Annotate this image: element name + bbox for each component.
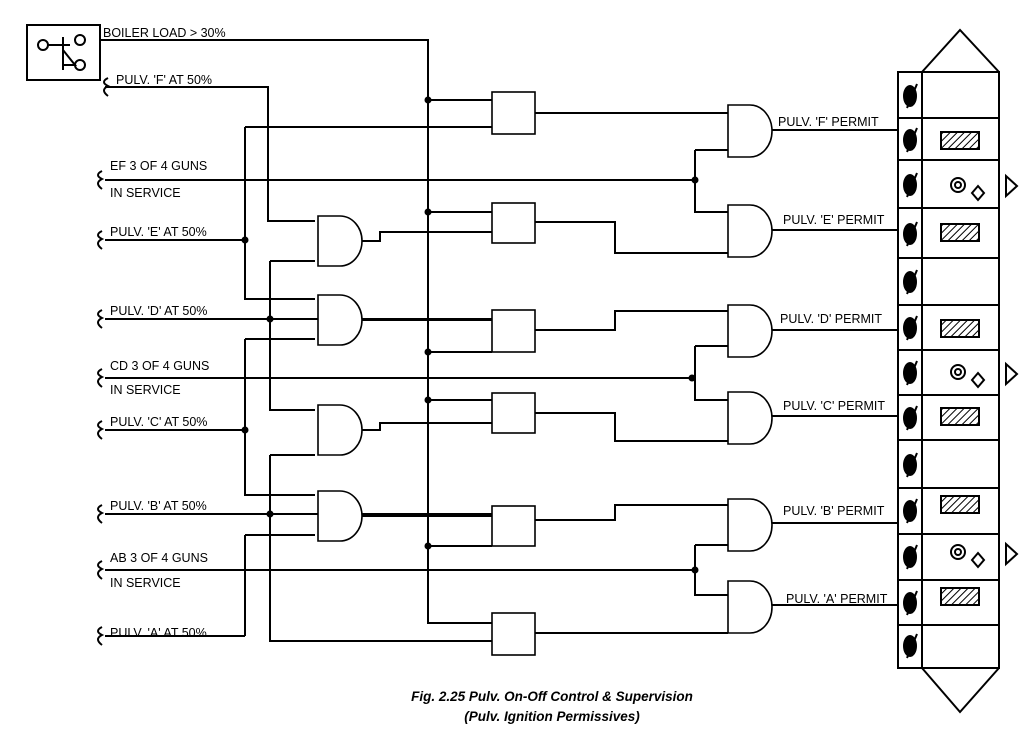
figure-caption-subtitle: (Pulv. Ignition Permissives): [464, 709, 640, 724]
junction-dots: [241, 96, 699, 574]
or-gates: [317, 215, 363, 542]
output-label-d-permit: PULV. 'D' PERMIT: [780, 312, 882, 326]
input-label-pulv-e: PULV. 'E' AT 50%: [110, 225, 207, 239]
input-label-cd-guns: CD 3 OF 4 GUNS: [110, 359, 209, 373]
input-label-pulv-a: PULV. 'A' AT 50%: [110, 626, 207, 640]
input-label-ef-in-service: IN SERVICE: [110, 186, 181, 200]
input-label-pulv-d: PULV. 'D' AT 50%: [110, 304, 207, 318]
input-label-boiler-load: BOILER LOAD > 30%: [103, 26, 226, 40]
output-label-e-permit: PULV. 'E' PERMIT: [783, 213, 885, 227]
output-label-a-permit: PULV. 'A' PERMIT: [786, 592, 888, 606]
figure-caption-title: Fig. 2.25 Pulv. On-Off Control & Supervi…: [411, 689, 693, 704]
output-label-c-permit: PULV. 'C' PERMIT: [783, 399, 885, 413]
permit-gates: [727, 104, 773, 634]
indicator-lamp-icons: [903, 83, 918, 659]
input-label-ab-in-service: IN SERVICE: [110, 576, 181, 590]
switch-symbol-icon: [26, 24, 101, 81]
input-label-pulv-b: PULV. 'B' AT 50%: [110, 499, 207, 513]
input-label-ab-guns: AB 3 OF 4 GUNS: [110, 551, 208, 565]
output-label-f-permit: PULV. 'F' PERMIT: [778, 115, 879, 129]
and-gates: [491, 91, 536, 656]
input-brace-icons: [97, 77, 111, 646]
igniter-indicator-icons: [950, 173, 1019, 569]
hatched-indicator-icons: [940, 131, 980, 606]
wiring: [100, 39, 898, 642]
input-label-pulv-f: PULV. 'F' AT 50%: [116, 73, 212, 87]
input-label-pulv-c: PULV. 'C' AT 50%: [110, 415, 207, 429]
input-label-ef-guns: EF 3 OF 4 GUNS: [110, 159, 207, 173]
input-label-cd-in-service: IN SERVICE: [110, 383, 181, 397]
output-label-b-permit: PULV. 'B' PERMIT: [783, 504, 885, 518]
